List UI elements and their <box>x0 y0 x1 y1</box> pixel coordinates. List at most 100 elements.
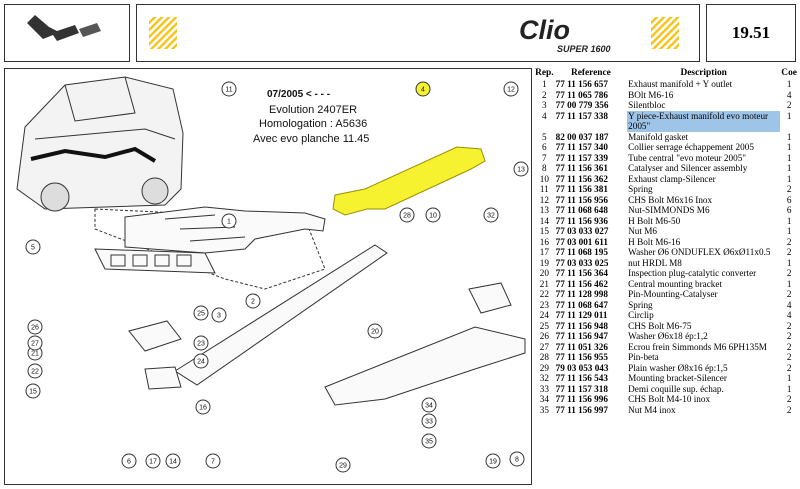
col-description: Description <box>680 68 727 78</box>
part-description: CHS Bolt M6-75 <box>628 320 692 331</box>
part-reference: 77 11 156 948 <box>555 320 608 331</box>
part-reference: 77 11 157 338 <box>555 110 608 121</box>
part-qty: 1 <box>786 110 792 121</box>
part-qty: 2 <box>786 404 792 415</box>
part-qty: 2 <box>786 362 792 373</box>
part-rep: 27 <box>539 341 549 352</box>
part-qty: 1 <box>786 173 792 184</box>
part-qty: 2 <box>786 352 792 362</box>
part-description: BOlt M6-16 <box>628 89 674 100</box>
part-qty: 4 <box>786 310 792 320</box>
exhaust-thumbnail-panel <box>4 4 130 62</box>
hatch-logo-left <box>149 17 177 49</box>
part-description: Pin-beta <box>628 352 659 362</box>
part-reference: 77 11 068 647 <box>555 299 608 310</box>
part-description: Washer Ø6x18 ép:1,2 <box>628 331 708 341</box>
callout-3: 3 <box>211 307 227 323</box>
part-rep: 13 <box>539 205 549 215</box>
part-qty: 2 <box>786 236 792 247</box>
part-rep: 12 <box>539 194 549 205</box>
callout-number: 23 <box>197 341 205 348</box>
part-qty: 1 <box>786 131 792 142</box>
part-description: Exhaust clamp-Silencer <box>628 173 716 184</box>
bracket-left <box>128 320 182 352</box>
col-reference: Reference <box>570 68 611 78</box>
car-illustration <box>16 76 184 212</box>
callout-10: 10 <box>425 207 441 223</box>
part-reference: 77 11 156 997 <box>555 404 608 415</box>
part-qty: 4 <box>786 89 792 100</box>
part-reference: 77 11 156 996 <box>555 394 608 404</box>
callout-17: 17 <box>145 453 161 469</box>
callout-13: 13 <box>513 161 529 177</box>
part-rep: 35 <box>539 404 549 415</box>
part-reference: 77 11 156 364 <box>555 268 608 278</box>
part-reference: 77 03 001 611 <box>555 236 608 247</box>
evolution-line: Evolution 2407ER <box>269 104 357 116</box>
exploded-diagram: 07/2005 < - - - Evolution 2407ER Homolog… <box>16 76 529 473</box>
part-rep: 15 <box>539 226 549 236</box>
part-reference: 82 00 037 187 <box>555 131 609 142</box>
part-description: Pin-Mounting-Catalyser <box>628 289 718 299</box>
part-rep: 23 <box>539 299 549 310</box>
part-qty: 1 <box>786 79 792 89</box>
part-qty: 1 <box>786 383 792 394</box>
part-rep: 16 <box>539 236 549 247</box>
callout-number: 22 <box>31 369 39 376</box>
part-description: Manifold gasket <box>628 131 689 142</box>
part-reference: 77 11 156 956 <box>555 194 608 205</box>
callout-number: 32 <box>487 213 495 220</box>
part-reference: 77 11 051 326 <box>555 341 608 352</box>
exhaust-silhouette-icon <box>27 15 101 41</box>
callout-number: 24 <box>197 359 205 366</box>
part-reference: 77 11 065 786 <box>555 89 608 100</box>
part-rep: 34 <box>539 394 549 404</box>
table-header-row: Rep. Reference Description Coe <box>534 68 798 79</box>
callout-number: 12 <box>507 87 515 94</box>
part-rep: 29 <box>539 362 549 373</box>
callout-35: 35 <box>421 433 437 449</box>
part-description: Catalyser and Silencer assembly <box>628 163 748 173</box>
callout-22: 22 <box>27 363 43 379</box>
part-qty: 1 <box>786 215 792 226</box>
callout-number: 2 <box>251 299 255 306</box>
part-reference: 77 11 156 361 <box>555 163 608 173</box>
exploded-diagram-panel: 07/2005 < - - - Evolution 2407ER Homolog… <box>4 68 532 485</box>
callout-number: 20 <box>371 329 379 336</box>
part-description: Tube central "evo moteur 2005" <box>628 152 747 163</box>
callout-number: 5 <box>31 245 35 252</box>
callout-4: 4 <box>415 81 431 97</box>
callout-25: 25 <box>193 305 209 321</box>
